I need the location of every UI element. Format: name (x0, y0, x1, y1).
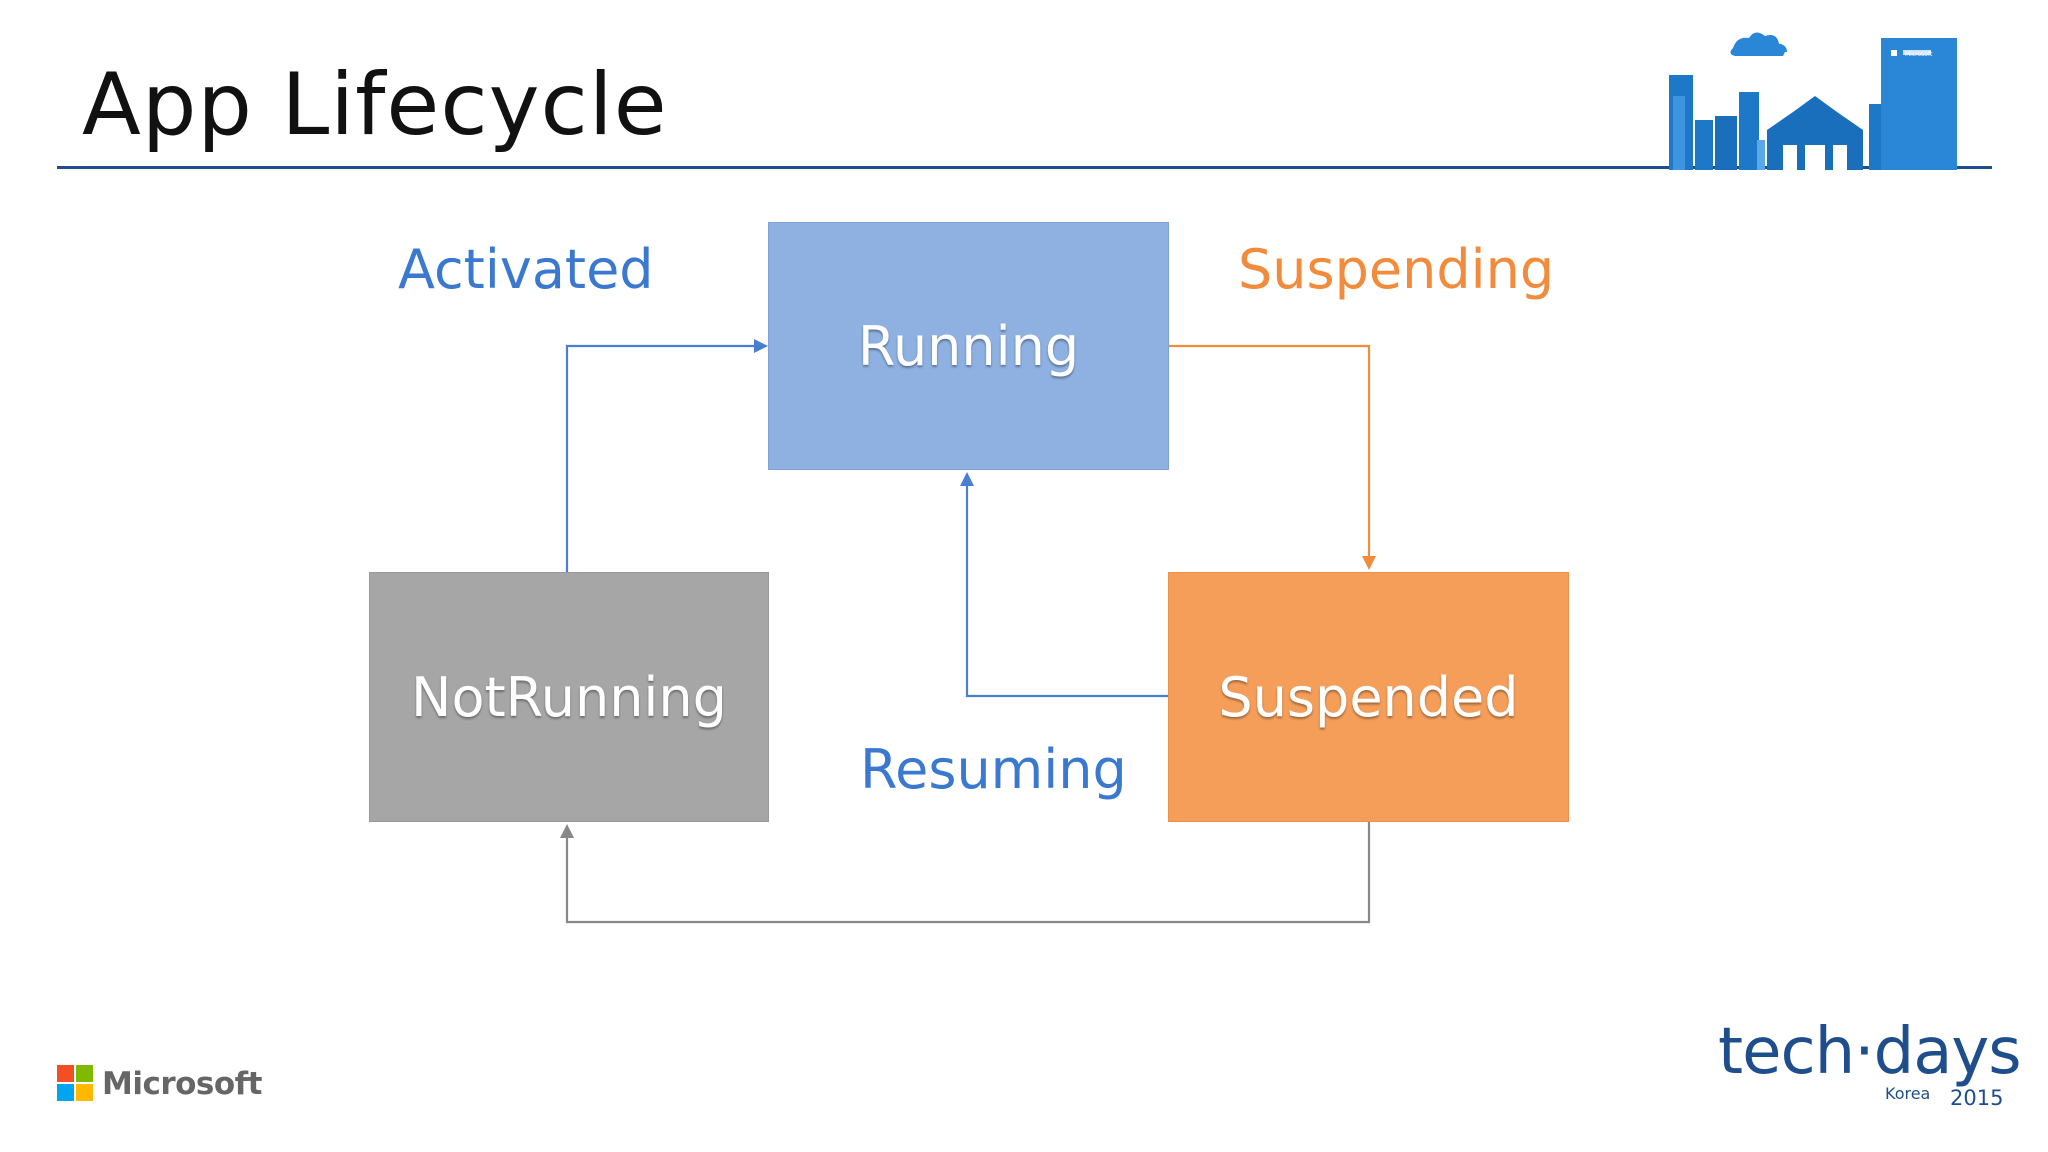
techdays-wordmark: tech·days (1718, 1015, 2022, 1089)
microsoft-logo-icon (57, 1065, 93, 1101)
resuming-arrow (960, 472, 1168, 698)
state-suspended-label: Suspended (1218, 665, 1519, 729)
state-running-label: Running (857, 314, 1080, 378)
state-running: Running (768, 222, 1169, 470)
techdays-logo: tech·days Korea 2015 (1718, 1020, 2022, 1110)
state-suspended: Suspended (1168, 572, 1569, 822)
terminate-arrow (560, 822, 1371, 924)
microsoft-wordmark: Microsoft (102, 1066, 263, 1102)
techdays-location: Korea (1885, 1084, 1931, 1103)
transition-suspending-label: Suspending (1238, 238, 1555, 301)
suspending-arrow (1169, 344, 1376, 570)
techdays-year: 2015 (1950, 1086, 2004, 1110)
transition-activated-label: Activated (398, 238, 654, 301)
activated-arrow (565, 339, 768, 572)
cityscape-banner-icon: Microsoft (1669, 32, 1957, 170)
slide-title: App Lifecycle (82, 55, 668, 155)
transition-resuming-label: Resuming (860, 738, 1127, 801)
state-notrunning: NotRunning (369, 572, 769, 822)
svg-text:Microsoft: Microsoft (1905, 51, 1933, 58)
state-notrunning-label: NotRunning (411, 665, 727, 729)
title-rule (57, 166, 1992, 169)
